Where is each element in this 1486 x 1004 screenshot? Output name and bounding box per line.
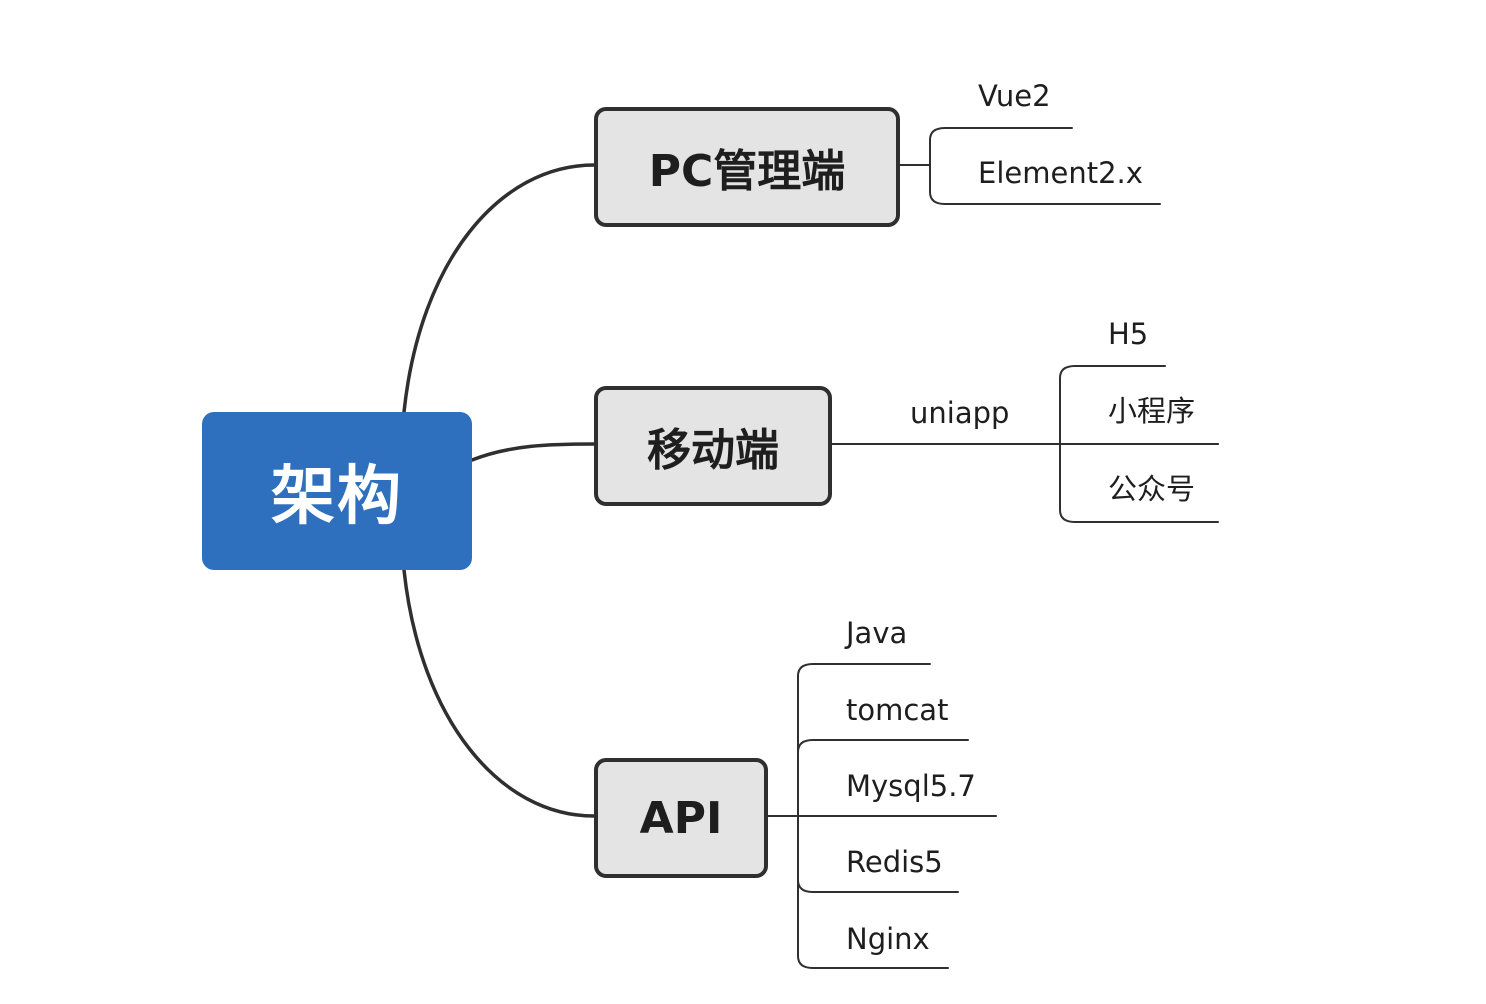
leaf-miniprogram[interactable]: 小程序 bbox=[1108, 394, 1196, 428]
leaf-java[interactable]: Java bbox=[846, 616, 908, 650]
connector-api-tomcat bbox=[797, 739, 969, 817]
leaf-redis[interactable]: Redis5 bbox=[846, 845, 943, 879]
branch-node-pc[interactable]: PC管理端 bbox=[594, 107, 900, 227]
connector-pc-vue2 bbox=[929, 127, 1073, 166]
connector-api-java bbox=[797, 663, 931, 817]
connector-mobile-oa bbox=[1059, 443, 1219, 523]
root-node[interactable]: 架构 bbox=[202, 412, 472, 570]
branch-node-mobile[interactable]: 移动端 bbox=[594, 386, 832, 506]
leaf-tomcat[interactable]: tomcat bbox=[846, 693, 949, 727]
connector-mobile-h5 bbox=[1059, 365, 1166, 445]
leaf-element[interactable]: Element2.x bbox=[978, 156, 1143, 190]
leaf-mysql[interactable]: Mysql5.7 bbox=[846, 769, 976, 803]
branch-node-api[interactable]: API bbox=[594, 758, 768, 878]
leaf-official-account[interactable]: 公众号 bbox=[1108, 472, 1196, 506]
connector-root-pc bbox=[402, 163, 596, 414]
leaf-nginx[interactable]: Nginx bbox=[846, 922, 930, 956]
connector-pc-element bbox=[929, 164, 1161, 205]
connector-api-nginx bbox=[797, 815, 949, 969]
connector-label-uniapp[interactable]: uniapp bbox=[910, 396, 1010, 430]
leaf-vue2[interactable]: Vue2 bbox=[978, 79, 1051, 113]
connector-root-mobile bbox=[470, 442, 596, 462]
connector-root-api bbox=[402, 568, 596, 818]
leaf-h5[interactable]: H5 bbox=[1108, 317, 1149, 351]
